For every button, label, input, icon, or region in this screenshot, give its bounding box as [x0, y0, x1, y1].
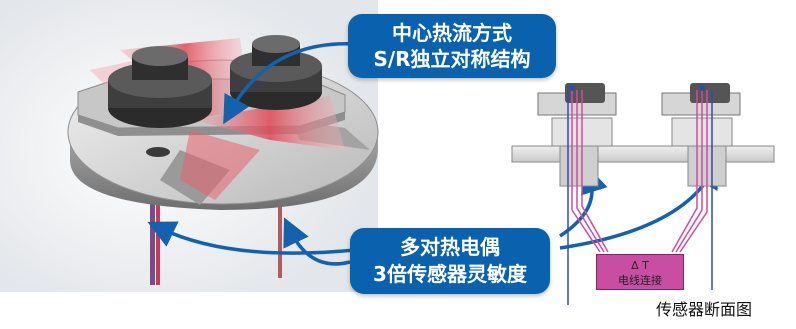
callout-top-line2: S/R独立对称结构	[373, 47, 531, 71]
cross-section-drawing	[511, 83, 775, 305]
callout-top-line1: 中心热流方式	[392, 21, 512, 45]
delta-t-wiring-box: Δ T 电线连接	[596, 254, 684, 290]
callout-thermocouples: 多对热电偶 3倍传感器灵敏度	[350, 228, 550, 294]
cross-section-caption: 传感器断面图	[656, 300, 753, 319]
callout-central-heat-flow: 中心热流方式 S/R独立对称结构	[348, 14, 556, 78]
sample-cup-left	[108, 46, 212, 128]
callout-bottom-line1: 多对热电偶	[400, 235, 500, 259]
delta-t-label: Δ T	[631, 259, 649, 272]
callout-bottom-line2: 3倍传感器灵敏度	[373, 262, 527, 286]
wire-connection-label: 电线连接	[618, 274, 662, 287]
